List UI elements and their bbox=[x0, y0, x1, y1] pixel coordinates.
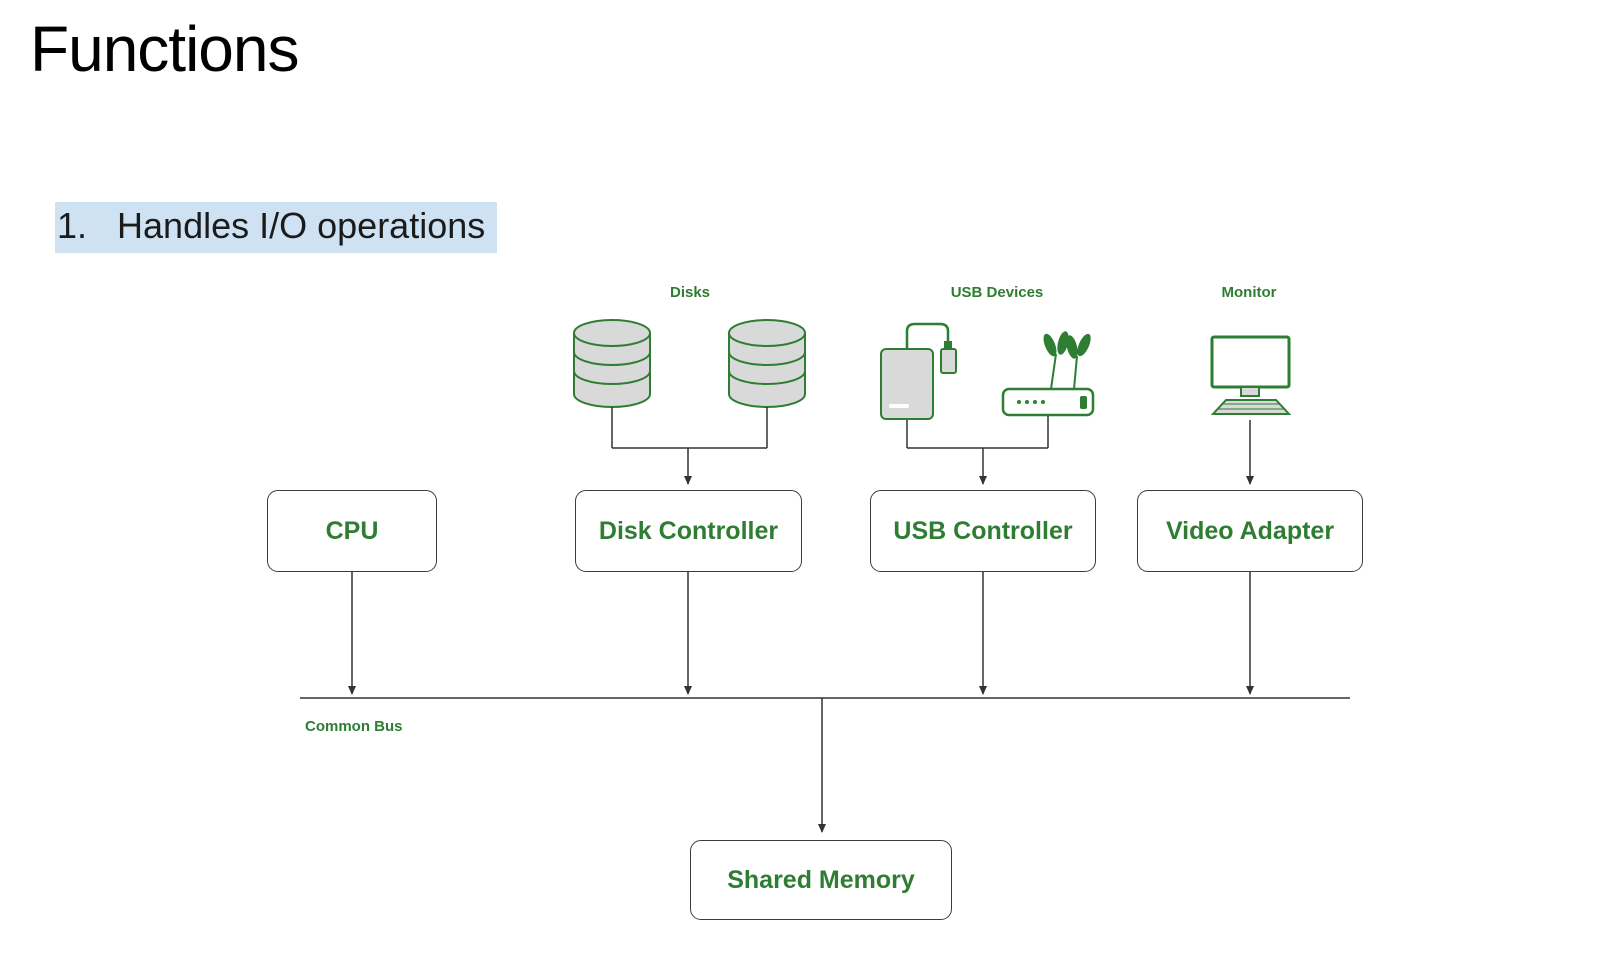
list-item-text: Handles I/O operations bbox=[117, 205, 486, 246]
connector-lines bbox=[300, 407, 1350, 833]
label-common-bus: Common Bus bbox=[305, 718, 403, 735]
label-disks: Disks bbox=[669, 284, 711, 301]
node-disk-controller: Disk Controller bbox=[575, 490, 802, 572]
list-item-number: 1. bbox=[57, 205, 88, 246]
usb-drive-icon bbox=[880, 322, 957, 420]
node-cpu: CPU bbox=[267, 490, 437, 572]
label-usb-devices: USB Devices bbox=[950, 284, 1044, 301]
monitor-icon bbox=[1210, 335, 1292, 415]
node-video-adapter: Video Adapter bbox=[1137, 490, 1363, 572]
wifi-router-icon bbox=[1001, 331, 1095, 417]
label-monitor: Monitor bbox=[1221, 284, 1277, 301]
list-item-handles-io: 1. Handles I/O operations bbox=[55, 202, 498, 253]
page-title: Functions bbox=[30, 13, 299, 85]
node-usb-controller: USB Controller bbox=[870, 490, 1096, 572]
disk-icon-2 bbox=[728, 319, 806, 408]
disk-icon-1 bbox=[573, 319, 651, 408]
node-shared-memory: Shared Memory bbox=[690, 840, 952, 920]
